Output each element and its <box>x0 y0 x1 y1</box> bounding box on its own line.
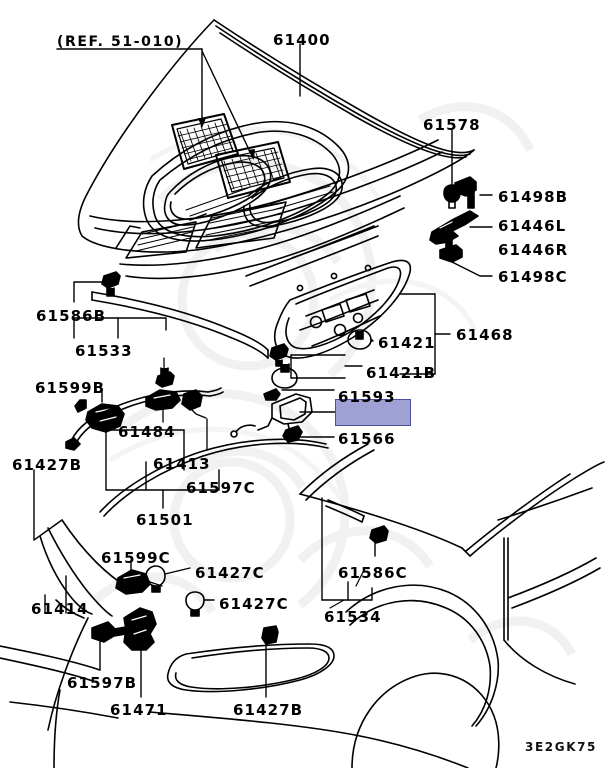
part-label-61421B[interactable]: 61421B <box>366 364 437 382</box>
part-label-61414[interactable]: 61414 <box>31 600 89 618</box>
reference-note: (REF. 51-010) <box>57 34 184 50</box>
highlighted-part-label[interactable] <box>335 399 411 426</box>
part-label-61400[interactable]: 61400 <box>273 31 331 49</box>
part-label-61421[interactable]: 61421 <box>378 334 436 352</box>
part-label-61597C[interactable]: 61597C <box>186 479 256 497</box>
part-label-61593[interactable]: 61593 <box>338 388 396 406</box>
part-label-61446R[interactable]: 61446R <box>498 241 569 259</box>
part-label-61578[interactable]: 61578 <box>423 116 481 134</box>
part-label-61586B[interactable]: 61586B <box>36 307 107 325</box>
part-label-61534[interactable]: 61534 <box>324 608 382 626</box>
part-label-61597B[interactable]: 61597B <box>67 674 138 692</box>
part-label-61566[interactable]: 61566 <box>338 430 396 448</box>
part-label-61427C-lower[interactable]: 61427C <box>219 595 289 613</box>
part-label-61533[interactable]: 61533 <box>75 342 133 360</box>
part-label-61413[interactable]: 61413 <box>153 455 211 473</box>
part-label-61471[interactable]: 61471 <box>110 701 168 719</box>
diagram-footer-code: 3E2GK75 <box>525 740 597 754</box>
part-label-61468[interactable]: 61468 <box>456 326 514 344</box>
part-label-61498C[interactable]: 61498C <box>498 268 568 286</box>
part-label-61427C-upper[interactable]: 61427C <box>195 564 265 582</box>
part-label-61498B[interactable]: 61498B <box>498 188 569 206</box>
part-label-61484[interactable]: 61484 <box>118 423 176 441</box>
part-label-61427B-bottom[interactable]: 61427B <box>233 701 304 719</box>
part-label-61446L[interactable]: 61446L <box>498 217 567 235</box>
part-label-61586C[interactable]: 61586C <box>338 564 408 582</box>
part-label-61599B[interactable]: 61599B <box>35 379 106 397</box>
part-label-61599C[interactable]: 61599C <box>101 549 171 567</box>
part-label-61427B-left[interactable]: 61427B <box>12 456 83 474</box>
part-label-61501[interactable]: 61501 <box>136 511 194 529</box>
